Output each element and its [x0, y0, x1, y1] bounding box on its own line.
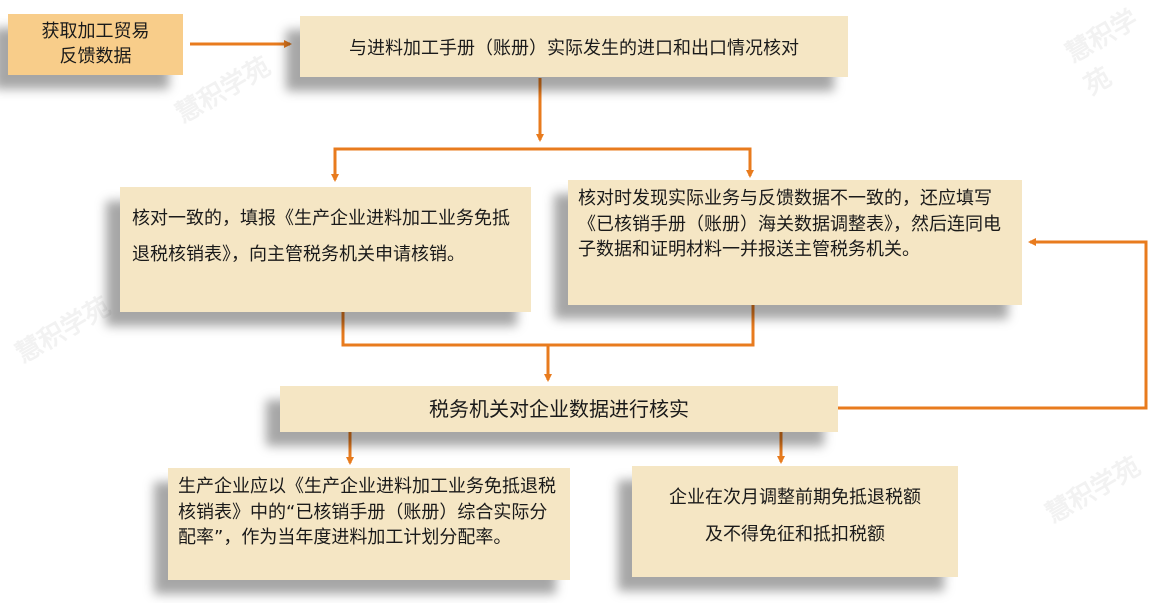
node-source-line2: 反馈数据 [59, 45, 132, 67]
node-inconsistent-text: 核对时发现实际业务与反馈数据不一致的，还应填写《已核销手册（账册）海关数据调整表… [578, 188, 1001, 261]
node-verify-text: 与进料加工手册（账册）实际发生的进口和出口情况核对 [349, 38, 799, 59]
node-rate: 生产企业应以《生产企业进料加工业务免抵退税核销表》中的“已核销手册（账册）综合实… [168, 468, 570, 580]
watermark: 慧积学苑 [170, 51, 276, 130]
node-consistent-text: 核对一致的，填报《生产企业进料加工业务免抵退税核销表》，向主管税务机关申请核销。 [132, 208, 510, 265]
node-verify: 与进料加工手册（账册）实际发生的进口和出口情况核对 [300, 16, 848, 77]
node-consistent: 核对一致的，填报《生产企业进料加工业务免抵退税核销表》，向主管税务机关申请核销。 [120, 187, 531, 312]
node-adjust-line1: 企业在次月调整前期免抵退税额 [669, 487, 921, 508]
node-source-line1: 获取加工贸易 [41, 21, 150, 43]
watermark: 慧积学苑 [10, 291, 116, 370]
watermark: 慧积学苑 [1060, 4, 1144, 102]
node-adjust: 企业在次月调整前期免抵退税额 及不得免征和抵扣税额 [632, 466, 958, 577]
watermark: 慧积学苑 [1040, 451, 1146, 530]
node-source: 获取加工贸易 反馈数据 [8, 14, 183, 75]
node-tax-check: 税务机关对企业数据进行核实 [280, 386, 838, 432]
node-rate-text: 生产企业应以《生产企业进料加工业务免抵退税核销表》中的“已核销手册（账册）综合实… [178, 476, 556, 549]
node-inconsistent: 核对时发现实际业务与反馈数据不一致的，还应填写《已核销手册（账册）海关数据调整表… [568, 180, 1022, 305]
node-tax-check-text: 税务机关对企业数据进行核实 [429, 397, 689, 421]
node-adjust-line2: 及不得免征和抵扣税额 [705, 523, 885, 545]
